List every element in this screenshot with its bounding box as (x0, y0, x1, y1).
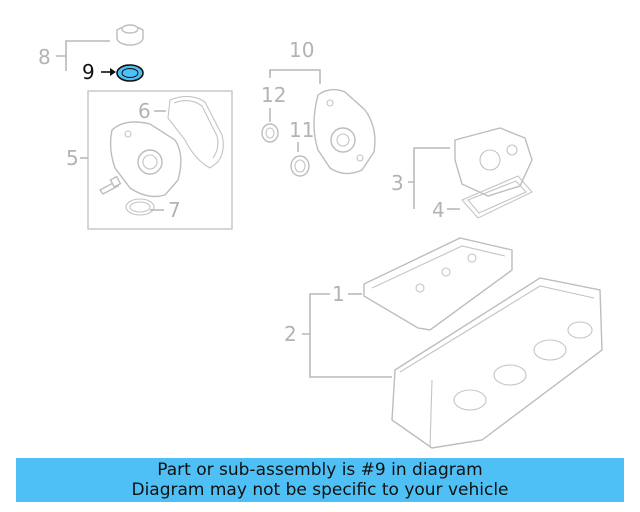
callout-12[interactable]: 12 (261, 83, 286, 107)
info-banner: Part or sub-assembly is #9 in diagram Di… (16, 458, 624, 502)
cover-gasket-icon (167, 95, 224, 169)
gasket-highlighted-icon[interactable] (116, 64, 144, 82)
callout-1[interactable]: 1 (332, 282, 345, 306)
o-ring-icon (125, 198, 155, 216)
callout-8[interactable]: 8 (38, 45, 51, 69)
callout-7[interactable]: 7 (168, 198, 181, 222)
timing-cover-small-icon (109, 121, 182, 198)
callout-3[interactable]: 3 (391, 171, 404, 195)
callout-9[interactable]: 9 (82, 60, 95, 84)
banner-line-1: Part or sub-assembly is #9 in diagram (157, 460, 483, 480)
callout-5[interactable]: 5 (66, 146, 79, 170)
callout-2[interactable]: 2 (284, 322, 297, 346)
timing-cover-icon (313, 88, 376, 175)
callout-10[interactable]: 10 (289, 38, 314, 62)
bolt-icon (98, 175, 122, 195)
oil-filler-cap-icon (116, 24, 144, 46)
callout-6[interactable]: 6 (138, 99, 151, 123)
seal-small-icon (261, 123, 279, 143)
housing-gasket-icon (461, 175, 533, 219)
group-box-5 (87, 90, 233, 230)
callout-11[interactable]: 11 (289, 118, 314, 142)
seal-ring-icon (290, 155, 310, 177)
valve-cover-icon (363, 237, 513, 331)
callout-4[interactable]: 4 (432, 198, 445, 222)
banner-line-2: Diagram may not be specific to your vehi… (131, 480, 509, 500)
cylinder-head-icon (391, 277, 603, 449)
